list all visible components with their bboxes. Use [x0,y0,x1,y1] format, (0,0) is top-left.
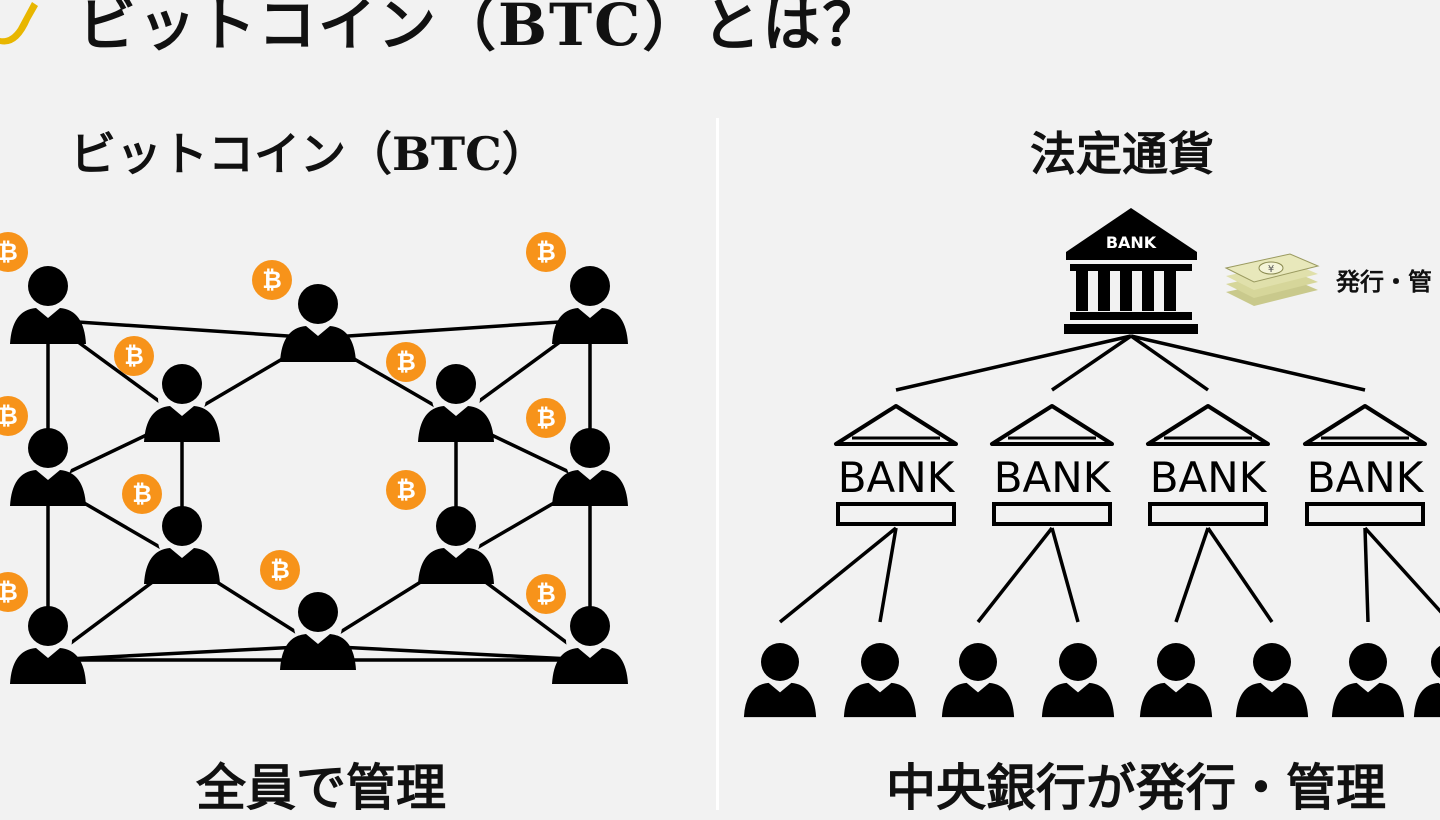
bitcoin-coin-icon: ₿ [526,398,566,438]
person-icon [418,506,494,584]
bitcoin-coin-icon: ₿ [0,572,28,612]
bitcoin-symbol: ₿ [536,404,556,432]
page-title: ビットコイン（BTC）とは？ [78,0,883,59]
person-icon [280,284,356,362]
person-icon [144,364,220,442]
person-icon [552,266,628,344]
citizen-icon [1413,645,1440,718]
bank-icon: BANK [990,404,1114,526]
svg-text:¥: ¥ [1268,264,1274,275]
citizen-icon [743,643,817,718]
bitcoin-symbol: ₿ [0,238,18,266]
bitcoin-symbol: ₿ [132,480,152,508]
central-bank-icon: BANK [1064,208,1198,334]
tree-line [895,334,1132,392]
bank-label: BANK [994,453,1112,502]
issue-manage-label: 発行・管 [1336,267,1432,296]
citizen-icon [941,643,1015,718]
bitcoin-coins: ₿ ₿ ₿ ₿ ₿ ₿ ₿ ₿ ₿ ₿ ₿ ₿ [0,232,566,614]
bank-icon: BANK [1146,404,1270,526]
fiat-caption: 中央銀行が発行・管理 [886,758,1386,817]
bitcoin-coin-icon: ₿ [526,232,566,272]
bank-label: BANK [1150,453,1268,502]
network-nodes [10,266,628,684]
citizen-icon [1139,643,1213,718]
center-divider [716,118,719,810]
person-icon [280,592,356,670]
bitcoin-coin-icon: ₿ [252,260,292,300]
citizens [743,643,1440,718]
tree-line [778,526,898,624]
bitcoin-symbol: ₿ [536,238,556,266]
bitcoin-coin-icon: ₿ [0,232,28,272]
citizen-icon [1331,643,1405,718]
citizen-icon [843,643,917,718]
pencil-icon [0,2,38,45]
network-edge [317,318,591,340]
network-edge [47,318,319,340]
bitcoin-coin-icon: ₿ [386,342,426,382]
bitcoin-heading: ビットコイン（BTC） [70,127,548,181]
bitcoin-symbol: ₿ [0,578,18,606]
regional-banks: BANK BANK BANK BANK [834,404,1427,526]
person-icon [552,428,628,506]
tree-line [1129,334,1210,392]
citizen-icon [1041,643,1115,718]
bitcoin-caption: 全員で管理 [196,758,446,817]
tree-line [976,526,1054,624]
fiat-heading: 法定通貨 [1030,127,1214,181]
bank-label: BANK [1307,453,1425,502]
bitcoin-coin-icon: ₿ [114,336,154,376]
person-icon [10,428,86,506]
bitcoin-symbol: ₿ [396,348,416,376]
tree-line [1130,334,1366,392]
person-icon [552,606,628,684]
bank-label: BANK [838,453,956,502]
tree-line [878,527,898,623]
bitcoin-symbol: ₿ [0,402,18,430]
tree-line [1363,527,1370,623]
network-edge [47,644,319,662]
tree-line [1051,334,1132,392]
bitcoin-symbol: ₿ [262,266,282,294]
bitcoin-coin-icon: ₿ [260,550,300,590]
bitcoin-coin-icon: ₿ [526,574,566,614]
person-icon [10,266,86,344]
citizen-icon [1235,643,1309,718]
bitcoin-symbol: ₿ [270,556,290,584]
bitcoin-symbol: ₿ [124,342,144,370]
bitcoin-coin-icon: ₿ [122,474,162,514]
tree-line [1363,526,1440,614]
bitcoin-symbol: ₿ [396,476,416,504]
bank-icon: BANK [1303,404,1427,526]
bank-icon: BANK [834,404,958,526]
person-icon [144,506,220,584]
person-icon [418,364,494,442]
bitcoin-coin-icon: ₿ [0,396,28,436]
bitcoin-symbol: ₿ [536,580,556,608]
money-stack-icon: ¥ [1224,253,1320,306]
central-bank-label: BANK [1106,233,1157,252]
bank-tree-lines [778,334,1440,624]
bitcoin-coin-icon: ₿ [386,470,426,510]
tree-line [1174,527,1210,623]
tree-line [1206,527,1274,623]
network-edge [317,644,591,662]
tree-line [1050,527,1080,623]
person-icon [10,606,86,684]
